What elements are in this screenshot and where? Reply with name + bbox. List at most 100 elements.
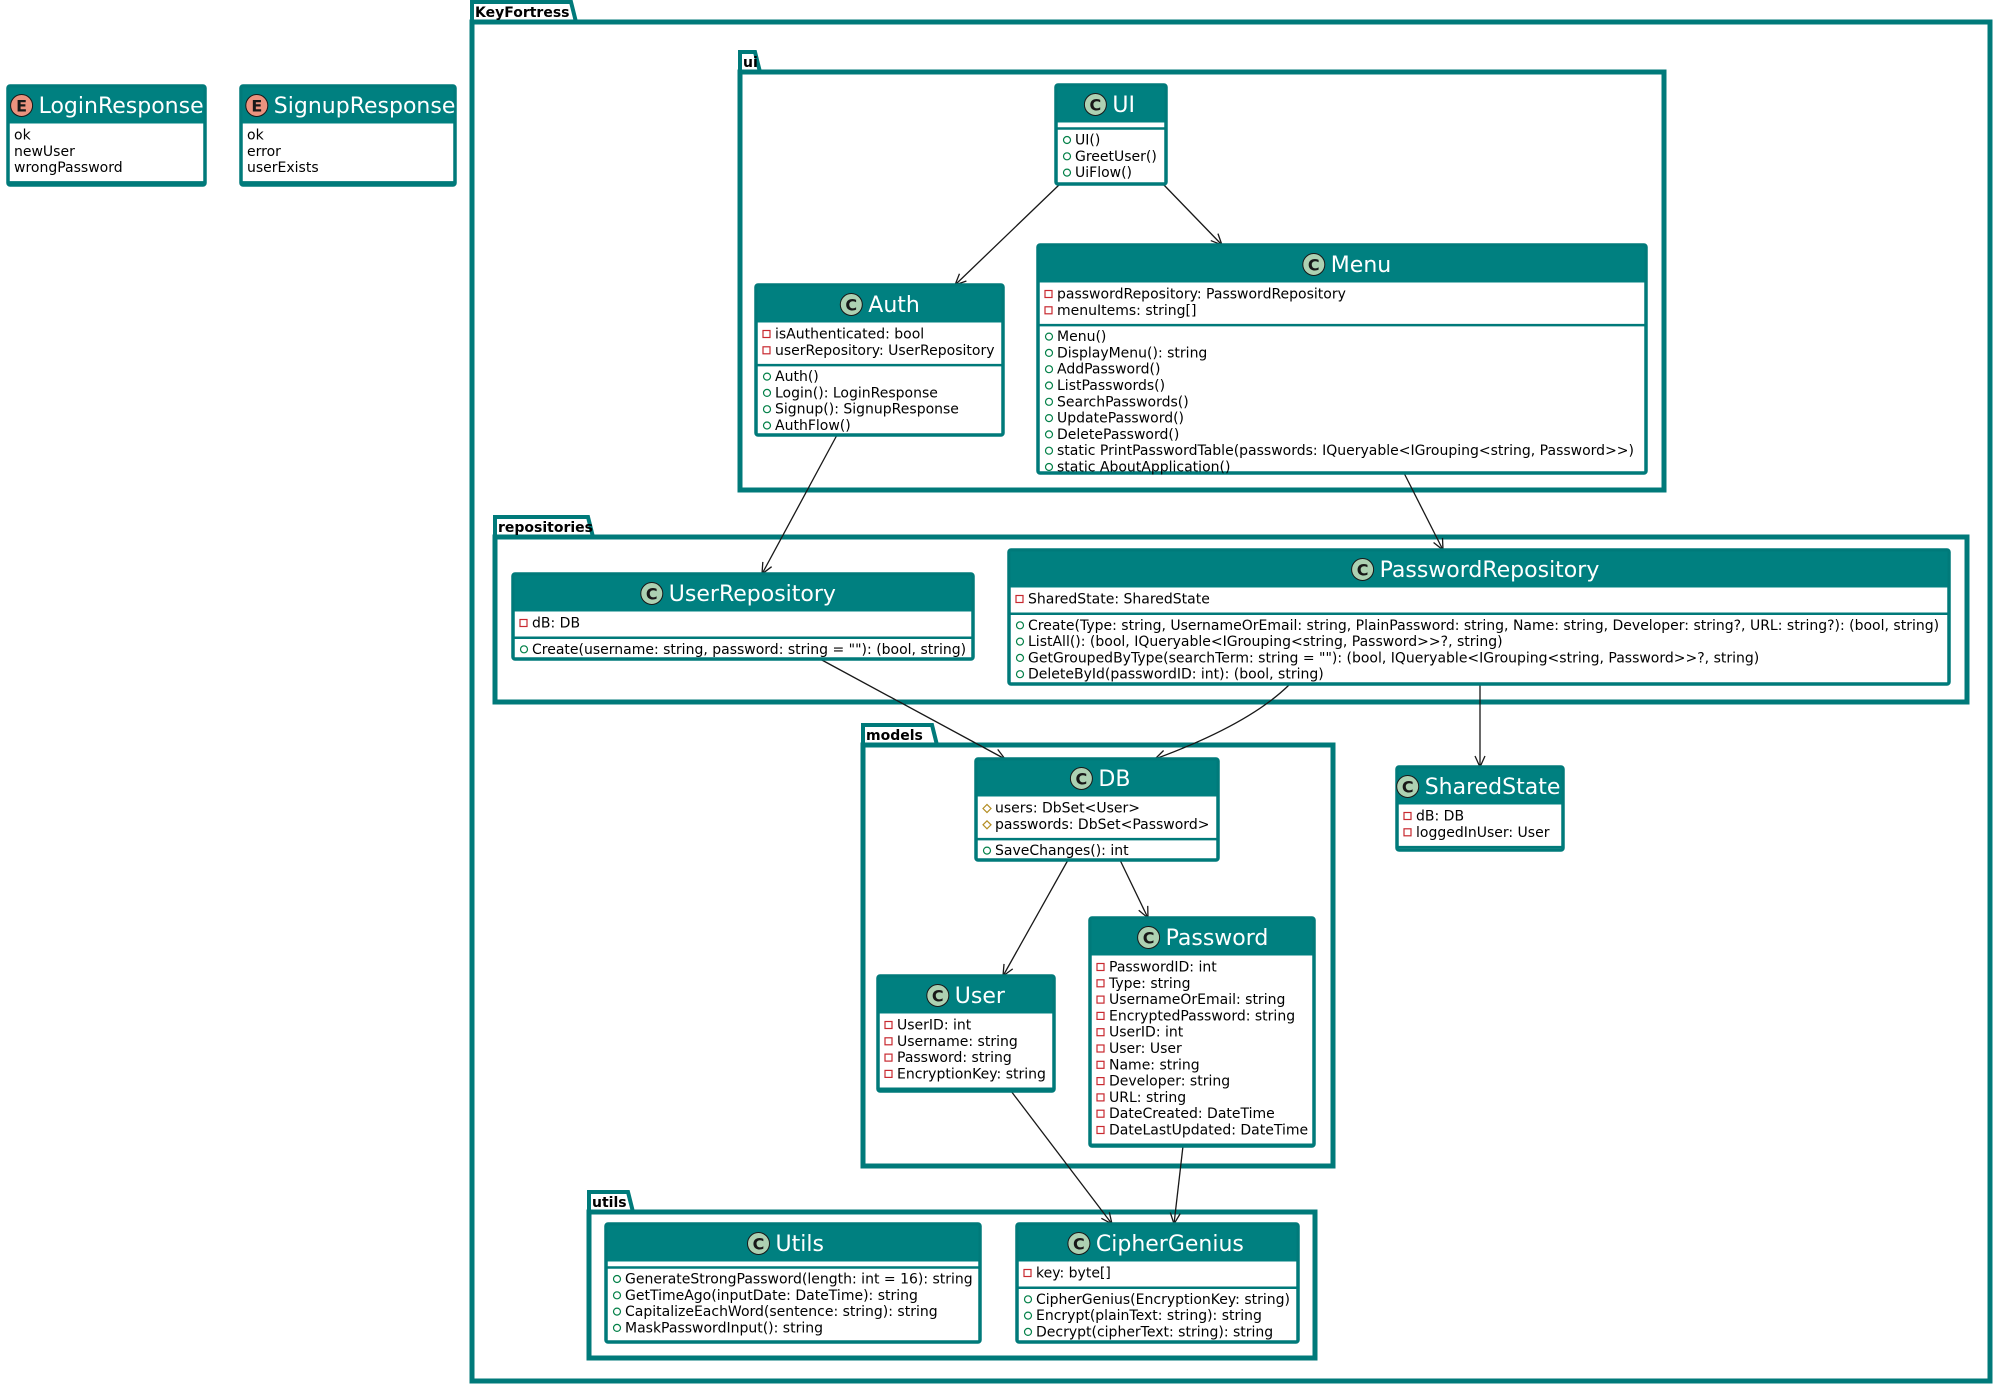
relation-line bbox=[1154, 683, 1291, 760]
class-header bbox=[977, 760, 1217, 797]
badge-letter: C bbox=[1073, 1235, 1085, 1254]
class-field: UserID: int bbox=[897, 1018, 972, 1034]
class-name: User bbox=[955, 984, 1006, 1009]
enum-value: ok bbox=[247, 128, 265, 144]
class-method: MaskPasswordInput(): string bbox=[625, 1320, 823, 1336]
private-visibility-icon bbox=[1096, 1076, 1105, 1086]
private-visibility-icon bbox=[884, 1069, 893, 1079]
package-label: utils bbox=[592, 1195, 627, 1211]
public-visibility-icon bbox=[1044, 332, 1054, 341]
class-field: SharedState: SharedState bbox=[1028, 592, 1210, 608]
private-visibility-icon bbox=[762, 329, 771, 339]
class-method: Create(username: string, password: strin… bbox=[532, 642, 966, 658]
private-visibility-icon bbox=[1096, 1125, 1105, 1135]
class-field: users: DbSet<User> bbox=[995, 801, 1140, 817]
public-visibility-icon bbox=[1044, 446, 1054, 455]
badge-letter: C bbox=[1090, 96, 1102, 115]
enum-value: newUser bbox=[14, 144, 75, 160]
class-field: passwordRepository: PasswordRepository bbox=[1057, 287, 1346, 303]
class-badge-icon bbox=[747, 1232, 770, 1255]
class-header bbox=[757, 286, 1002, 323]
private-visibility-icon bbox=[1096, 1028, 1105, 1037]
badge-letter: C bbox=[1308, 256, 1320, 275]
badge-letter: C bbox=[1143, 929, 1155, 948]
class-method: Login(): LoginResponse bbox=[775, 385, 938, 401]
class-name: LoginResponse bbox=[39, 94, 204, 119]
class-field: DateLastUpdated: DateTime bbox=[1109, 1123, 1308, 1139]
relation-line bbox=[1010, 1090, 1113, 1225]
class-method: DeleteById(passwordID: int): (bool, stri… bbox=[1028, 667, 1324, 683]
class-field: passwords: DbSet<Password> bbox=[995, 817, 1209, 833]
public-visibility-icon bbox=[612, 1274, 622, 1284]
class-method: UpdatePassword() bbox=[1057, 411, 1184, 427]
badge-letter: C bbox=[1402, 778, 1414, 797]
class-method: Auth() bbox=[775, 369, 819, 385]
public-visibility-icon bbox=[1044, 414, 1054, 423]
class-name: CipherGenius bbox=[1096, 1232, 1244, 1257]
public-visibility-icon bbox=[1044, 348, 1054, 357]
class-badge-icon bbox=[640, 582, 664, 605]
class-header bbox=[242, 87, 454, 124]
class-field: Password: string bbox=[897, 1050, 1012, 1066]
class-header bbox=[1010, 551, 1948, 588]
class-field: Username: string bbox=[897, 1034, 1018, 1050]
public-visibility-icon bbox=[1015, 653, 1025, 663]
class-method: ListAll(): (bool, IQueryable<IGrouping<s… bbox=[1028, 634, 1503, 650]
class-method: AuthFlow() bbox=[775, 418, 851, 434]
public-visibility-icon bbox=[762, 372, 772, 381]
public-visibility-icon bbox=[1044, 397, 1054, 406]
class-name: SignupResponse bbox=[274, 94, 456, 119]
public-visibility-icon bbox=[1062, 152, 1072, 161]
private-visibility-icon bbox=[1403, 811, 1412, 821]
enum-value: userExists bbox=[247, 160, 319, 176]
class-name: PasswordRepository bbox=[1380, 558, 1600, 583]
class-field: isAuthenticated: bool bbox=[775, 327, 924, 343]
class-field: URL: string bbox=[1109, 1090, 1186, 1106]
public-visibility-icon bbox=[762, 388, 772, 397]
private-visibility-icon bbox=[1403, 828, 1412, 837]
relation-line bbox=[819, 658, 1006, 760]
class-method: UI() bbox=[1075, 133, 1100, 149]
public-visibility-icon bbox=[762, 405, 772, 414]
class-header bbox=[1091, 919, 1313, 956]
class-header bbox=[607, 1225, 979, 1262]
class-method: Signup(): SignupResponse bbox=[775, 402, 959, 418]
public-visibility-icon bbox=[612, 1291, 622, 1300]
class-method: SaveChanges(): int bbox=[995, 843, 1129, 859]
class-password-repository: PasswordRepository C SharedState: SharedSt… bbox=[1007, 548, 1951, 686]
relation-line bbox=[1119, 859, 1149, 919]
class-method: UiFlow() bbox=[1075, 165, 1132, 181]
class-method: GenerateStrongPassword(length: int = 16)… bbox=[625, 1272, 973, 1288]
class-badge-icon bbox=[839, 293, 863, 316]
class-field: PasswordID: int bbox=[1109, 960, 1217, 976]
relation-line bbox=[1002, 859, 1069, 977]
private-visibility-icon bbox=[1023, 1268, 1032, 1278]
class-field: Type: string bbox=[1108, 976, 1191, 992]
relation-line bbox=[1162, 183, 1223, 246]
badge-letter: C bbox=[1357, 561, 1369, 580]
private-visibility-icon bbox=[1015, 594, 1024, 604]
private-visibility-icon bbox=[1044, 289, 1053, 299]
class-field: DateCreated: DateTime bbox=[1109, 1106, 1275, 1122]
class-field: User: User bbox=[1109, 1041, 1182, 1057]
class-field: menuItems: string[] bbox=[1057, 303, 1196, 319]
class-method: static AboutApplication() bbox=[1057, 460, 1230, 476]
public-visibility-icon bbox=[519, 645, 529, 654]
protected-visibility-icon bbox=[982, 819, 992, 830]
private-visibility-icon bbox=[1096, 995, 1105, 1004]
public-visibility-icon bbox=[1015, 670, 1025, 679]
enum-value: error bbox=[247, 144, 281, 160]
enum-badge-icon bbox=[10, 94, 34, 117]
public-visibility-icon bbox=[1023, 1311, 1033, 1320]
enum-badge-icon bbox=[245, 94, 269, 117]
